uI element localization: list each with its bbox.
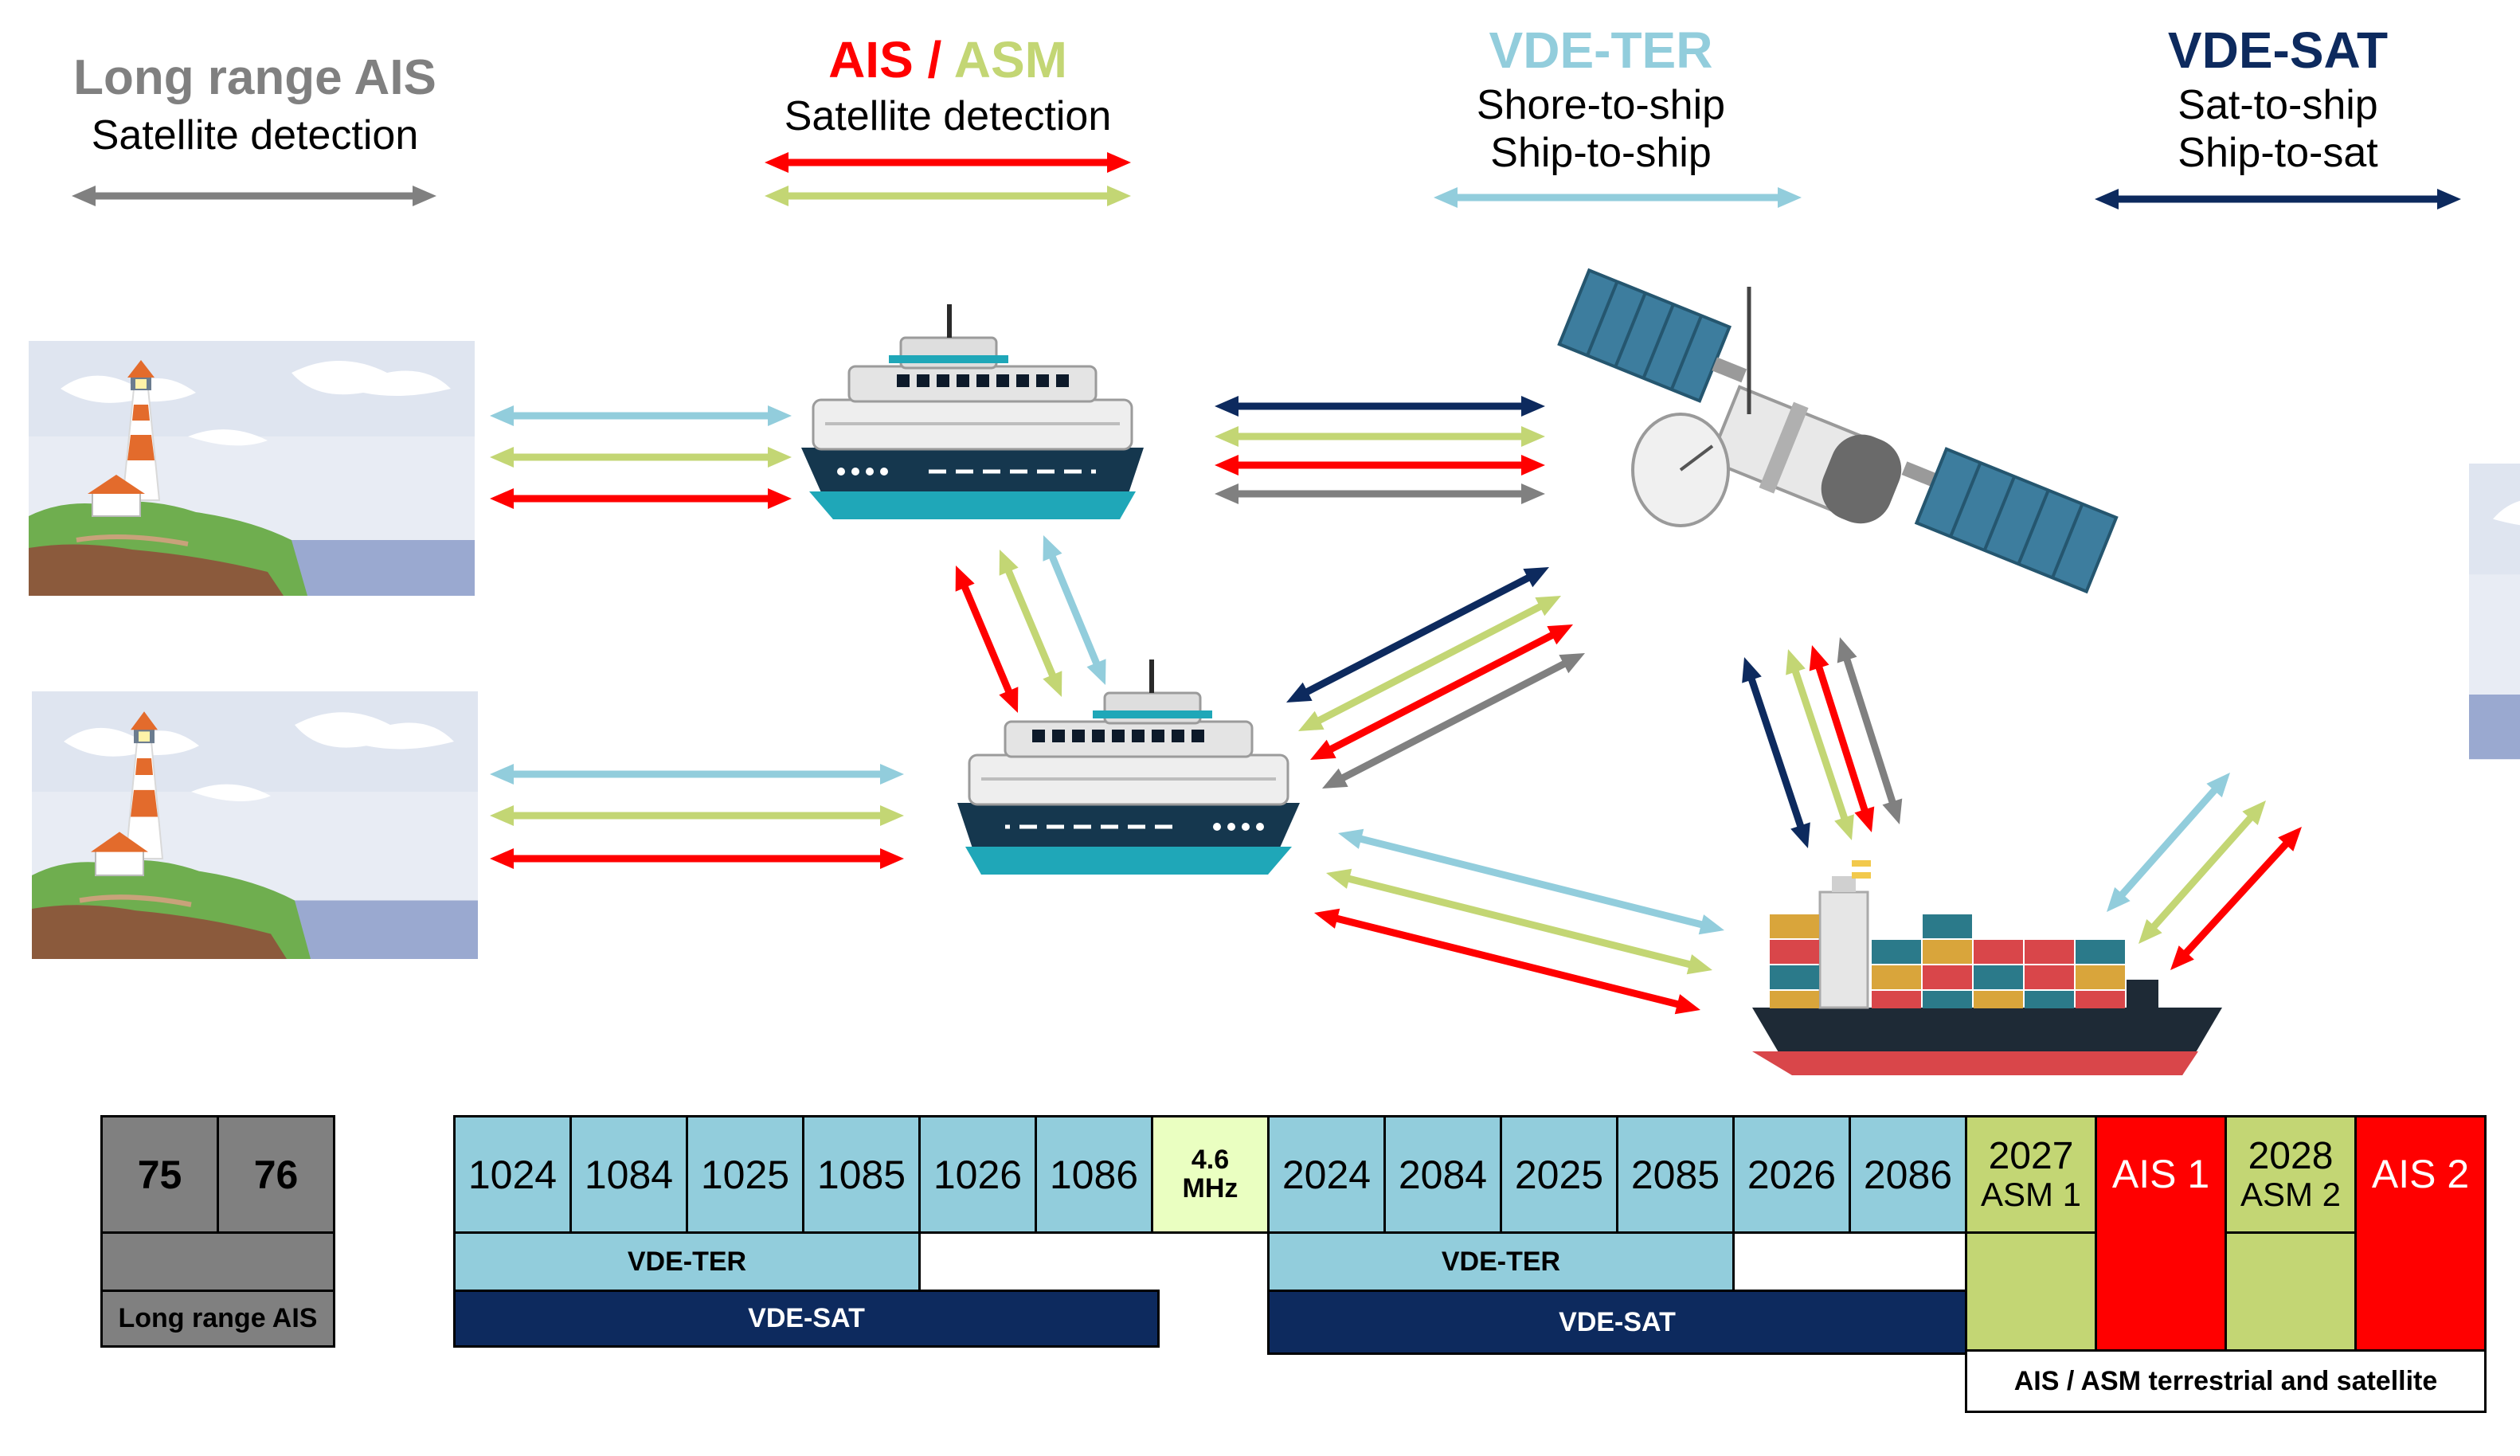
asm-link-arrow <box>1298 596 1561 731</box>
asm-link-arrow <box>490 805 904 826</box>
ais-asm-title: AIS / ASM <box>717 30 1179 89</box>
asm-link-arrow <box>1215 426 1545 447</box>
channel-2028-asm-2: 2028 ASM 2 <box>2225 1115 2357 1234</box>
guard-band-value: 4.6 <box>1191 1144 1230 1175</box>
long-range-empty-row <box>100 1231 335 1292</box>
title-separator: / <box>913 31 954 88</box>
long-range-link-arrow <box>1322 653 1585 789</box>
lighthouse-scene-icon <box>2469 464 2520 759</box>
vde-ter-bar-low: VDE-TER <box>453 1231 921 1292</box>
channel-1084: 1084 <box>569 1115 688 1234</box>
long-range-ais-header-arrow <box>72 186 436 206</box>
asm-header-arrow <box>765 186 1131 206</box>
channel-2086: 2086 <box>1849 1115 1967 1234</box>
lighthouse-scene-icon <box>32 691 478 959</box>
ais-link-arrow <box>490 848 904 869</box>
ferry-ship-icon <box>801 304 1144 519</box>
vde-sat-subtitle-2: Ship-to-sat <box>2178 130 2378 176</box>
ais-link-arrow <box>2170 827 2302 970</box>
asm-1-label: ASM 1 <box>1980 1175 2082 1213</box>
vde-ter-header-arrow <box>1434 187 1802 208</box>
vde-sat-header-arrow <box>2095 189 2461 209</box>
long-range-link-arrow <box>1215 483 1545 504</box>
ais-link-arrow <box>955 566 1019 713</box>
ais-link-arrow <box>490 488 792 509</box>
channel-ais-1: AIS 1 <box>2095 1115 2227 1352</box>
vde-sat-link-arrow <box>1215 396 1545 417</box>
channel-ais-2: AIS 2 <box>2354 1115 2487 1352</box>
channel-2026: 2026 <box>1732 1115 1851 1234</box>
vde-sat-link-arrow <box>1742 657 1810 848</box>
vde-sat-title: VDE-SAT <box>2167 22 2389 79</box>
channel-1086: 1086 <box>1035 1115 1153 1234</box>
vde-ter-bar-high: VDE-TER <box>1267 1231 1735 1292</box>
vde-ter-link-arrow <box>490 764 904 785</box>
asm-title-part: ASM <box>953 31 1067 88</box>
communication-diagram <box>0 152 2520 1075</box>
channel-75: 75 <box>100 1115 219 1234</box>
ais-link-arrow <box>1215 455 1545 476</box>
vde-sat-bar-low: VDE-SAT <box>453 1290 1160 1348</box>
asm-link-arrow <box>1786 649 1854 840</box>
long-range-ais-subtitle: Satellite detection <box>91 112 419 159</box>
arrows-layer <box>72 152 2461 1015</box>
vde-ter-subtitle-2: Ship-to-ship <box>1490 130 1712 176</box>
channel-2084: 2084 <box>1383 1115 1502 1234</box>
asm-2-lower <box>2225 1231 2357 1352</box>
ais-link-arrow <box>1314 908 1700 1015</box>
ais-asm-subtitle: Satellite detection <box>784 93 1112 139</box>
ais-header-arrow <box>765 152 1131 173</box>
long-range-ais-title: Long range AIS <box>73 50 436 105</box>
vde-ter-link-arrow <box>1338 828 1724 935</box>
channel-76: 76 <box>217 1115 335 1234</box>
channel-2025: 2025 <box>1500 1115 1618 1234</box>
ais-link-arrow <box>1310 624 1573 760</box>
asm-link-arrow <box>490 447 792 468</box>
channel-1025: 1025 <box>686 1115 804 1234</box>
lighthouse-scene-icon <box>29 341 475 596</box>
channel-2027-number: 2027 <box>1988 1135 2074 1178</box>
asm-link-arrow <box>1326 868 1712 975</box>
vde-ter-link-arrow <box>2107 773 2230 912</box>
vde-sat-link-arrow <box>1286 567 1549 703</box>
channel-1085: 1085 <box>802 1115 921 1234</box>
guard-band-unit: MHz <box>1182 1172 1238 1204</box>
channel-2027-asm-1: 2027 ASM 1 <box>1965 1115 2097 1234</box>
satellite-icon <box>1557 268 2119 594</box>
ais-title-part: AIS <box>828 31 914 88</box>
long-range-ais-label: Long range AIS <box>100 1290 335 1348</box>
channel-1026: 1026 <box>918 1115 1037 1234</box>
vde-sat-bar-high: VDE-SAT <box>1267 1290 1967 1355</box>
asm-2-label: ASM 2 <box>2240 1175 2342 1213</box>
container-ship-icon <box>1752 860 2222 1075</box>
channel-2085: 2085 <box>1616 1115 1735 1234</box>
vde-ter-link-arrow <box>1043 535 1106 685</box>
long-range-link-arrow <box>1837 637 1903 824</box>
vde-ter-link-arrow <box>490 405 792 426</box>
ais-link-arrow <box>1809 645 1875 832</box>
vde-ter-subtitle-1: Shore-to-ship <box>1476 82 1726 128</box>
asm-1-lower <box>1965 1231 2097 1352</box>
asm-link-arrow <box>999 550 1062 697</box>
guard-band-4-6-mhz: 4.6 MHz <box>1151 1115 1270 1234</box>
ais-asm-terrestrial-satellite-label: AIS / ASM terrestrial and satellite <box>1965 1349 2487 1413</box>
channel-2028-number: 2028 <box>2248 1135 2334 1178</box>
channel-1024: 1024 <box>453 1115 572 1234</box>
channel-2024: 2024 <box>1267 1115 1386 1234</box>
vde-ter-title: VDE-TER <box>1489 22 1713 79</box>
vde-sat-subtitle-1: Sat-to-ship <box>2178 82 2378 128</box>
asm-link-arrow <box>2138 800 2266 944</box>
